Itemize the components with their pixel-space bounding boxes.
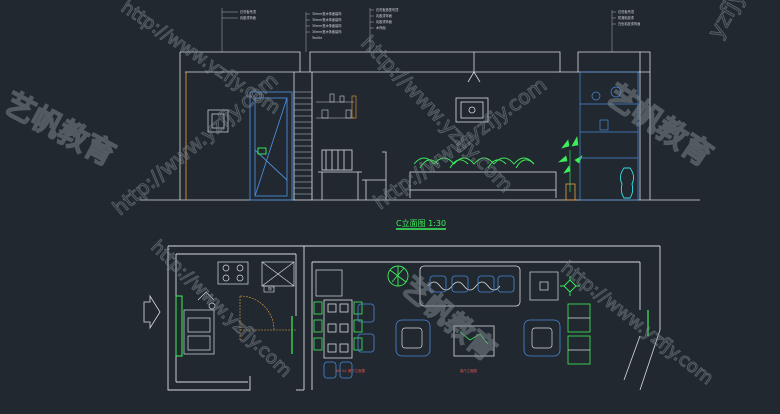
annotations-center: 石膏板造型吊顶 乳胶漆饰面 乳胶漆饰面 木饰面	[376, 7, 399, 30]
wall-picture-small	[207, 109, 229, 133]
plan-label-dining: WF-A1 餐厅立面图	[336, 368, 366, 373]
note-left-1: 石膏板吊顶	[240, 9, 257, 14]
display-cabinet	[579, 71, 639, 201]
watermark-url-6: http://www.yzfjy.com	[108, 68, 283, 220]
note-mid-4: 30mm宽木饰面装饰	[312, 29, 341, 34]
annotations-right: 石膏板吊顶 防潮乳胶漆 白色乳胶漆饰面	[618, 9, 640, 26]
note-right-3: 白色乳胶漆饰面	[618, 21, 640, 26]
sofa-cushions-blue	[395, 275, 561, 357]
niche-shelves	[316, 93, 357, 119]
kitchen-door-swing	[239, 295, 296, 340]
kitchen-fixtures	[183, 261, 295, 355]
note-right-1: 石膏板吊顶	[618, 9, 635, 14]
plant-pot	[565, 183, 576, 201]
sofa-plan	[419, 265, 521, 307]
floor-plan	[167, 245, 661, 391]
plant-plan-right	[560, 276, 580, 296]
armchair-pillows	[401, 327, 553, 349]
dining-set-elevation	[318, 149, 387, 200]
note-mid-3: 30mm宽木饰面装饰	[312, 23, 341, 28]
door-marker	[263, 285, 275, 293]
watermark-url-4: http://www.yzfjy.com	[147, 236, 296, 381]
balcony-door	[623, 310, 661, 391]
note-mid-5: Textile	[311, 36, 322, 40]
door-label: 厨门	[268, 286, 274, 291]
coffee-table-plan	[453, 325, 495, 357]
pendant-lamp	[467, 52, 481, 83]
note-mid-2: 30mm宽木饰面装饰	[312, 17, 341, 22]
note-left-2: 乳胶漆饰面	[240, 15, 256, 20]
watermark-url-5: http://www.yzfjy.com	[557, 257, 717, 389]
dining-table-plan	[313, 299, 363, 359]
entry-arrow	[143, 294, 161, 330]
annotations-left: 石膏板吊顶 乳胶漆饰面	[240, 9, 257, 20]
note-mid-1: 30mm宽木饰面装饰	[312, 11, 341, 16]
watermark-url-3: http://www.yzfjy.com	[369, 72, 551, 214]
wood-slat-panel	[293, 91, 313, 201]
vase	[619, 167, 635, 199]
note-center-3: 乳胶漆饰面	[376, 19, 392, 24]
drawing-title: C立面图 1:30	[396, 218, 446, 228]
annotations-mid: 30mm宽木饰面装饰 30mm宽木饰面装饰 30mm宽木饰面装饰 30mm宽木饰…	[311, 11, 341, 40]
note-center-2: 乳胶漆饰面	[376, 13, 392, 18]
plan-label-living: 客厅立面图	[460, 368, 478, 373]
watermark-cn-1: 艺帆教育	[0, 86, 121, 173]
note-center-4: 木饰面	[376, 25, 386, 30]
cabinet-plan-right	[567, 303, 591, 365]
wall-picture-large	[455, 97, 489, 123]
elevation-door	[249, 91, 293, 201]
watermark-short-1: yzfjy	[704, 0, 751, 43]
side-table-plan	[529, 271, 559, 301]
kitchen-counter	[175, 295, 183, 357]
watermark-cn-2: 艺帆教育	[600, 78, 719, 174]
sofa-elevation	[413, 157, 535, 169]
sofa-body	[409, 171, 557, 198]
note-center-1: 石膏板造型吊顶	[376, 7, 399, 12]
note-right-2: 防潮乳胶漆	[618, 15, 635, 20]
side-cabinet	[315, 269, 343, 297]
annotation-leaders	[221, 8, 616, 52]
plant-plan	[387, 265, 409, 287]
dining-chairs-blue	[323, 303, 375, 379]
